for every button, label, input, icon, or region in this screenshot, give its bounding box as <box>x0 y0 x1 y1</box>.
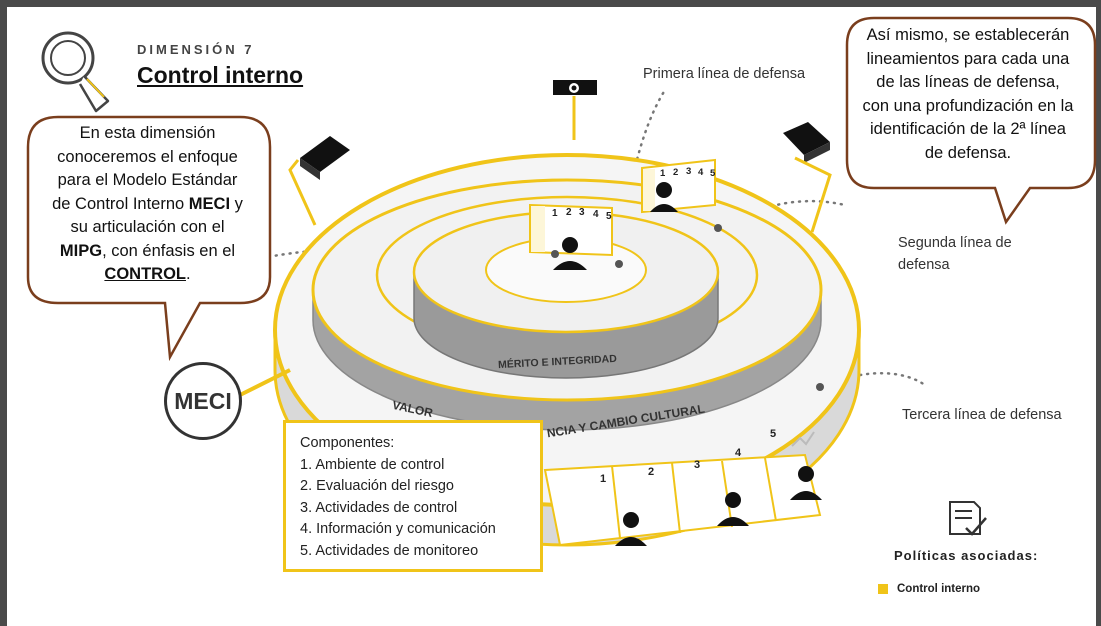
frame-left <box>0 0 7 626</box>
bubble-right-line: de defensa. <box>924 143 1012 162</box>
front-panel-number: 5 <box>770 428 776 440</box>
connectors <box>288 96 832 233</box>
bubble-right-line: con una profundización en la <box>862 96 1074 115</box>
document-check-icon <box>949 501 987 536</box>
upper-panels <box>641 158 716 214</box>
upper-panel-number: 4 <box>698 167 704 178</box>
inner-panel-number: 5 <box>606 211 612 222</box>
bubble-left-line: CONTROL. <box>104 265 191 283</box>
politica-item: Control interno <box>878 583 980 595</box>
front-panel-number: 3 <box>694 459 700 471</box>
person-icon <box>615 512 647 546</box>
upper-panel-number: 5 <box>710 168 716 179</box>
bubble-left-line: su articulación con el <box>70 218 225 236</box>
person-icon <box>553 237 587 270</box>
upper-panel-number: 3 <box>686 166 691 177</box>
segunda-linea-label-2: defensa <box>898 257 950 273</box>
front-panels <box>543 453 822 547</box>
meci-badge: MECI <box>164 362 242 440</box>
componentes-item: 1. Ambiente de control <box>300 456 445 473</box>
componentes-item: 2. Evaluación del riesgo <box>300 478 454 494</box>
segunda-linea-label-1: Segunda línea de <box>898 235 1012 251</box>
inner-panels <box>529 203 613 257</box>
camera-icon <box>553 80 597 95</box>
magnifier-icon <box>41 31 110 113</box>
inner-panel-number: 1 <box>552 208 558 219</box>
frame-right <box>1096 0 1101 626</box>
frame-top <box>0 0 1101 7</box>
componentes-title: Componentes: <box>300 435 395 451</box>
upper-panel-number: 2 <box>673 167 678 178</box>
page-title: Control interno <box>137 62 304 88</box>
trend-chart-icon <box>791 431 815 447</box>
componentes-item: 4. Información y comunicación <box>300 521 496 537</box>
componentes-item: 3. Actividades de control <box>300 499 458 516</box>
bubble-left-line: de Control Interno MECI y <box>52 194 243 213</box>
meci-connector <box>239 368 291 397</box>
person-icon <box>650 182 678 212</box>
componentes-box: Componentes: 1. Ambiente de control 2. E… <box>283 420 543 572</box>
primera-linea-label: Primera línea de defensa <box>643 66 806 82</box>
politica-bullet <box>878 584 888 594</box>
bubble-left-shape <box>26 115 272 362</box>
bubble-left-text: En esta dimensión conoceremos el enfoque… <box>35 122 260 287</box>
device-icon <box>300 136 350 180</box>
front-panel-number: 4 <box>735 447 742 459</box>
bubble-right-shape <box>845 16 1097 225</box>
person-icon <box>717 492 749 526</box>
componentes-item: 5. Actividades de monitoreo <box>300 542 479 559</box>
bubble-left-line: MIPG, con énfasis en el <box>59 241 236 260</box>
bubble-left-line: conoceremos el enfoque <box>57 147 238 166</box>
bubble-right-line: de las líneas de defensa, <box>876 73 1060 91</box>
bubble-right-line: identificación de la 2ª línea <box>870 120 1066 138</box>
inner-panel-number: 3 <box>579 207 585 218</box>
bubble-left-line: En esta dimensión <box>79 124 216 142</box>
line-markers <box>551 224 824 391</box>
inner-panel-number: 2 <box>566 207 572 218</box>
bubble-right-text: Así mismo, se establecerán lineamientos … <box>852 24 1084 165</box>
person-icon <box>790 466 822 500</box>
inner-panel-number: 4 <box>593 209 599 220</box>
bubble-right-line: lineamientos para cada una <box>866 49 1070 68</box>
dimension-kicker: DIMENSIÓN 7 <box>137 42 255 57</box>
politicas-title: Políticas asociadas: <box>894 548 1039 563</box>
front-panel-number: 1 <box>600 473 606 485</box>
front-panel-number: 2 <box>648 466 654 478</box>
upper-panel-number: 1 <box>660 168 666 179</box>
politica-label: Control interno <box>897 583 981 595</box>
bubble-left-line: para el Modelo Estándar <box>57 171 238 189</box>
bubble-right-line: Así mismo, se establecerán <box>866 26 1070 44</box>
tercera-linea-label: Tercera línea de defensa <box>902 407 1062 423</box>
device-icon <box>783 122 830 163</box>
